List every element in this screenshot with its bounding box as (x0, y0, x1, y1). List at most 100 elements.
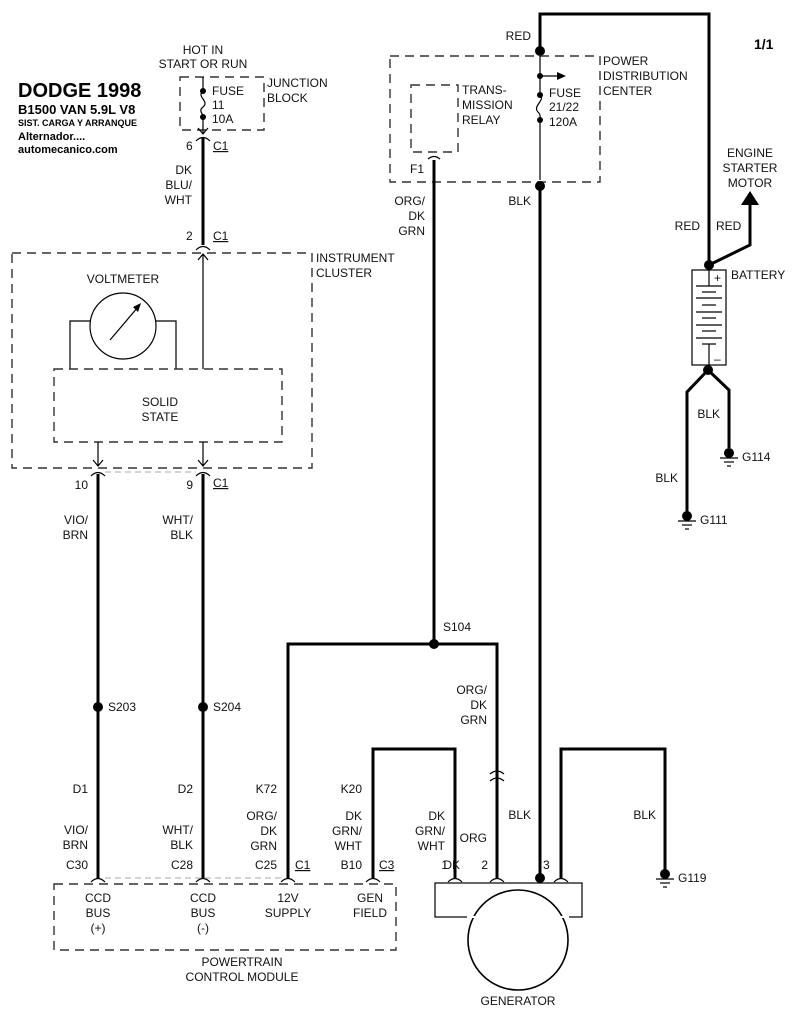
wire-color-dk: DK (428, 809, 445, 823)
pcm-terminal-label: FIELD (353, 906, 387, 920)
connector-icon (195, 136, 211, 142)
wire-blk-g111 (685, 368, 710, 512)
wire-color: BRN (63, 528, 88, 542)
wire-color: RED (716, 219, 742, 233)
inline-connector-icon (489, 770, 505, 775)
starter-label-2: STARTER (723, 161, 778, 175)
connector-icon (90, 877, 106, 883)
gauge-needle-icon (133, 303, 141, 312)
wire-color: BRN (63, 838, 88, 852)
ccd-bus-wires: VIO/ BRN WHT/ BLK S203 S204 D1 D2 VIO/ B… (63, 474, 241, 878)
splice-label: S104 (443, 620, 471, 634)
splice-label: S203 (108, 700, 136, 714)
transmission-relay-outline (410, 84, 459, 153)
wire-color: GRN/ (332, 824, 363, 838)
wire-color: BLU/ (165, 178, 192, 192)
fuse-number: 11 (212, 98, 225, 112)
pcm-pin: C25 (255, 858, 277, 872)
connector-icon (195, 245, 211, 251)
fuse-21-22-icon (536, 94, 542, 121)
ground-icon (720, 448, 738, 467)
fuse-rating: 10A (212, 112, 233, 126)
connector-icon (195, 877, 211, 883)
wire-color: ORG/ (456, 683, 487, 697)
positive-terminal: + (714, 271, 721, 285)
instrument-cluster-label-2: CLUSTER (316, 266, 372, 280)
relay-label: TRANS- (462, 83, 507, 97)
pcm-pin: C30 (66, 858, 88, 872)
wire-color: ORG (460, 831, 487, 845)
generator: DK DK DK GRN/ WHT 1 2 3 GENERATOR BLK G1… (415, 747, 707, 1008)
connector-icon (280, 877, 296, 883)
diagram-header: DODGE 1998 B1500 VAN 5.9L V8 SIST. CARGA… (18, 36, 774, 156)
fuse-11-icon (200, 90, 206, 118)
fuse-number: 21/22 (549, 100, 579, 114)
arrow-right-icon (557, 72, 566, 80)
ground-icon (656, 869, 674, 888)
vehicle-model: B1500 VAN 5.9L V8 (18, 102, 135, 117)
junction-dot (535, 873, 545, 883)
solid-state-outline (53, 368, 283, 443)
pin-number: 3 (543, 858, 550, 872)
wire-color: GRN/ (415, 824, 446, 838)
wire-color: BLK (655, 471, 678, 485)
pcm-terminal-label: 12V (277, 891, 298, 905)
splice-label: S204 (213, 700, 241, 714)
connector-icon (365, 877, 381, 883)
wire-color: VIO/ (64, 513, 89, 527)
wire-color: BLK (170, 528, 193, 542)
arrow-up-icon (741, 191, 759, 205)
section-name: Alternador.... (18, 131, 85, 143)
pcm-outline (53, 883, 397, 951)
wire-color: WHT (165, 193, 193, 207)
pcm-pin: B10 (341, 858, 363, 872)
starter-label: ENGINE (727, 146, 773, 160)
wire-color: WHT (418, 839, 446, 853)
connector-icon (553, 877, 569, 883)
connector-arrow-icon (92, 459, 104, 467)
pin-number: 2 (481, 858, 488, 872)
ground-icon (678, 511, 696, 530)
fuse-label: FUSE (212, 84, 244, 98)
wire-color: GRN (398, 224, 425, 238)
pcm-terminal-label: (-) (197, 921, 209, 935)
junction-block-label: JUNCTION (267, 76, 328, 90)
page-number: 1/1 (754, 36, 774, 52)
pin-number: 2 (186, 229, 193, 243)
instrument-cluster-outline (11, 252, 313, 469)
wire-s104-branches (286, 642, 499, 878)
connector-icon (90, 471, 106, 477)
wire-color: DK (175, 163, 192, 177)
connector-arrow-icon (197, 459, 209, 467)
powertrain-control-module: CCD BUS (+) CCD BUS (-) 12V SUPPLY GEN F… (53, 877, 397, 984)
wire-color: WHT/ (162, 513, 193, 527)
pcm-terminal-label: CCD (85, 891, 111, 905)
wire-color: ORG/ (246, 809, 277, 823)
starter-label-3: MOTOR (728, 176, 773, 190)
wire-color: DK (345, 809, 362, 823)
power-distribution-center: RED POWER DISTRIBUTION CENTER FUSE 21/22… (389, 12, 711, 265)
instrument-cluster: 2 C1 INSTRUMENT CLUSTER VOLTMETER SOLID … (11, 229, 395, 492)
generator-icon (467, 889, 569, 991)
wire-color: GRN (250, 839, 277, 853)
fuse-label: FUSE (549, 86, 581, 100)
pin-number: 6 (186, 139, 193, 153)
junction-block: HOT IN START OR RUN JUNCTION BLOCK FUSE … (159, 43, 328, 153)
connector-id: C1 (295, 858, 311, 872)
pdc-label-2: DISTRIBUTION (603, 69, 688, 83)
supply-label: HOT IN (183, 43, 223, 57)
wire-color: BLK (170, 838, 193, 852)
instrument-cluster-label: INSTRUMENT (316, 251, 395, 265)
pcm-wire-labels: K72 ORG/ DK GRN C25 C1 K20 DK GRN/ WHT B… (246, 782, 394, 872)
wire-color: BLK (508, 194, 531, 208)
connector-icon (447, 877, 463, 883)
pin-number: 9 (186, 478, 193, 492)
connector-icon (489, 877, 505, 883)
circuit-id: D2 (178, 782, 194, 796)
wire-color: ORG/ (394, 194, 425, 208)
junction-block-outline (179, 76, 265, 131)
pdc-label-3: CENTER (603, 84, 653, 98)
vehicle-title: DODGE 1998 (18, 80, 141, 102)
connector-id: C1 (213, 229, 229, 243)
wire-color: RED (506, 29, 532, 43)
